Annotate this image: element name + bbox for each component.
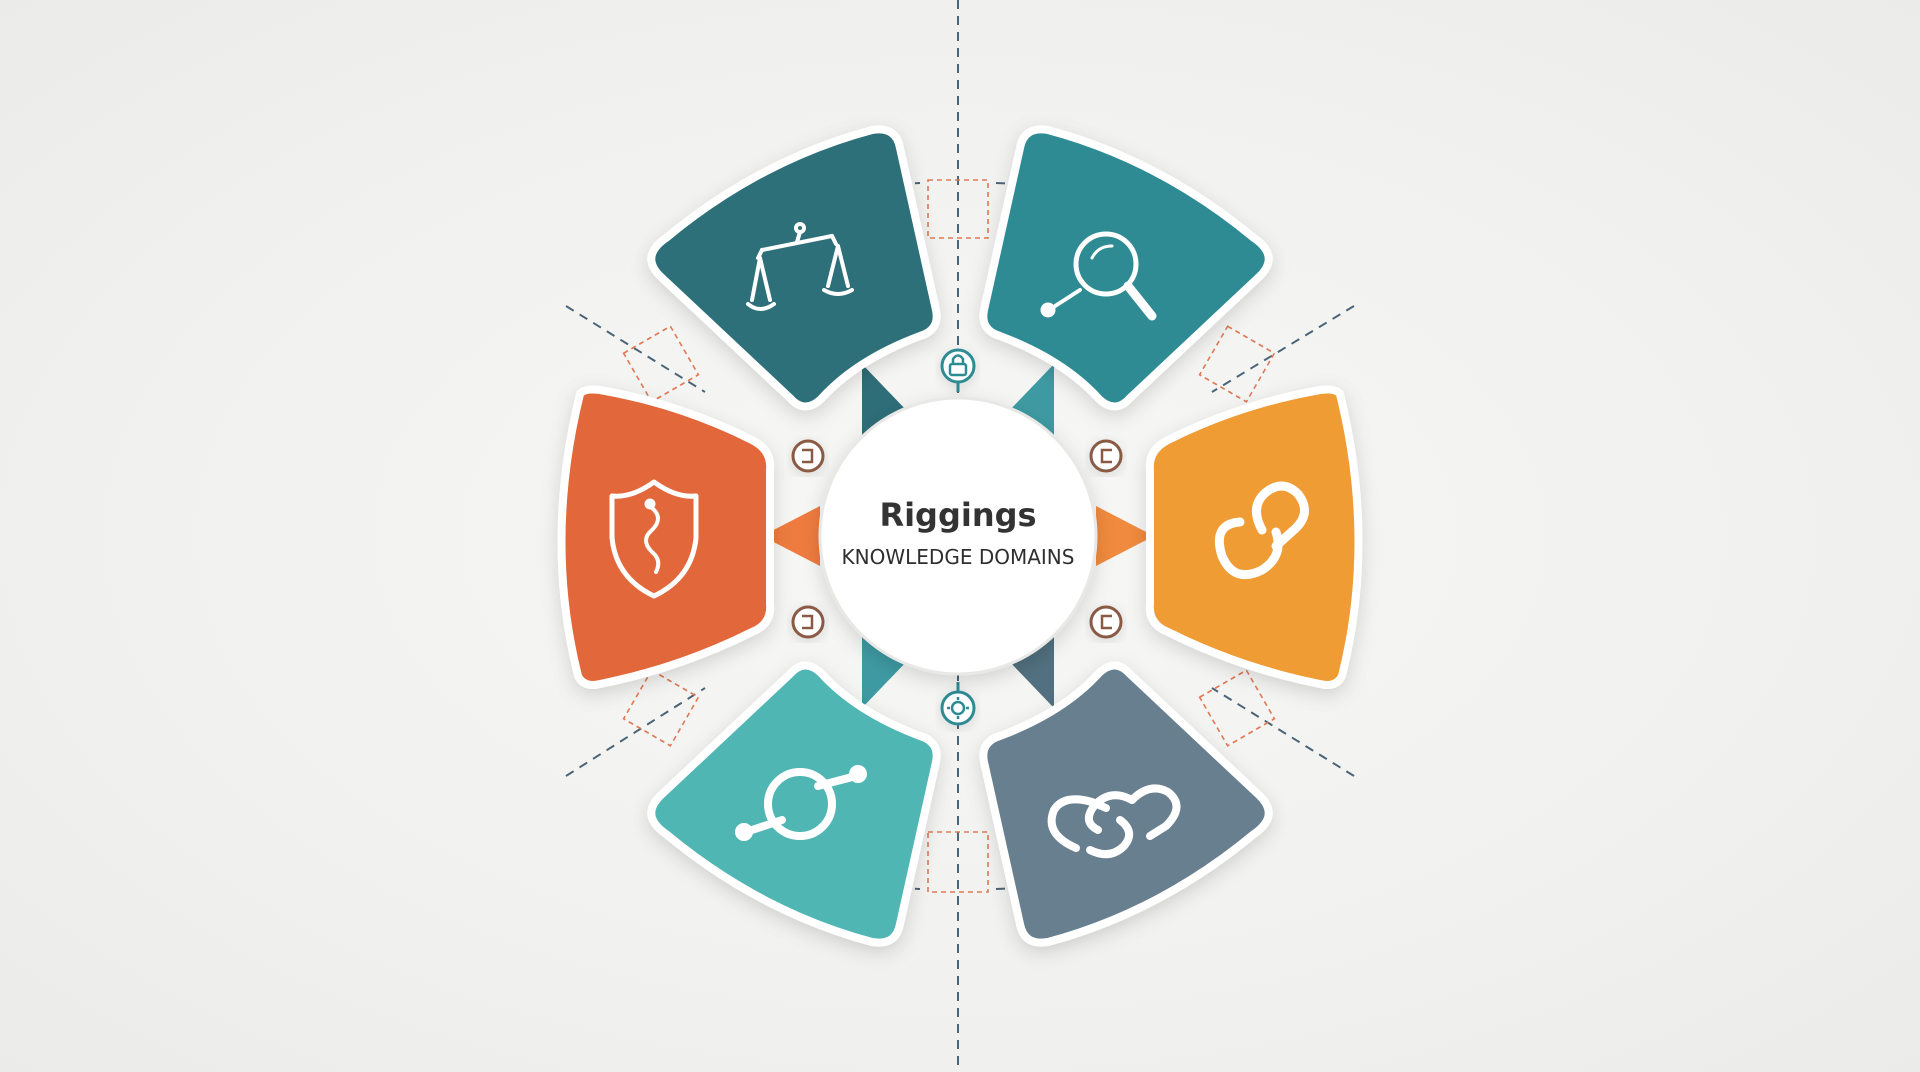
chain-link-icon: [1214, 481, 1309, 580]
hub-subtitle: KNOWLEDGE DOMAINS: [842, 545, 1075, 569]
bracket-icon: [802, 448, 814, 464]
inner-triangles: [762, 364, 1154, 708]
balance-scale-icon: [746, 222, 854, 311]
segment-chain-link-shape: [1145, 385, 1363, 689]
diagonal-guide-upper-right: [1211, 305, 1355, 393]
triangle-bottom-left: [862, 630, 908, 708]
annotation-box-upper-left: [622, 325, 700, 403]
triangle-right: [1096, 506, 1154, 566]
connector-upper-right: [1089, 439, 1123, 473]
segment-shield[interactable]: [557, 385, 775, 689]
segment-chain-shape: [979, 661, 1273, 947]
diagonal-guide-lower-left: [565, 687, 706, 777]
shackle-icon: [735, 765, 867, 841]
annotation-box-lower-right: [1198, 669, 1276, 747]
triangle-top-right: [1008, 364, 1054, 442]
annotation-boxes: [622, 179, 1276, 893]
annotation-box-top: [927, 179, 989, 239]
gear-icon: [947, 697, 969, 719]
center-hub: Riggings KNOWLEDGE DOMAINS: [818, 396, 1098, 676]
segment-shield-shape: [557, 385, 775, 689]
bracket-icon: [1100, 448, 1112, 464]
diagonal-guide-lower-right: [1211, 687, 1355, 777]
annotation-box-bottom: [927, 831, 989, 893]
segment-chain[interactable]: [979, 661, 1273, 947]
bracket-icon: [1100, 614, 1112, 630]
connector-lower-right: [1089, 605, 1123, 639]
magnifier-icon: [1040, 231, 1157, 321]
segment-magnifier[interactable]: [979, 125, 1273, 411]
segment-balance-scale-shape: [647, 125, 941, 411]
triangle-bottom-right: [1008, 630, 1054, 708]
segment-balance-scale[interactable]: [647, 125, 941, 411]
connector-bottom: [940, 682, 976, 726]
segment-shackle[interactable]: [647, 661, 941, 947]
lock-icon: [948, 354, 968, 377]
chain-icon: [1047, 784, 1181, 859]
hub-circle: [818, 396, 1098, 676]
segments: [557, 125, 1363, 947]
segment-magnifier-shape: [979, 125, 1273, 411]
segment-chain-link[interactable]: [1145, 385, 1363, 689]
hub-title: Riggings: [879, 496, 1036, 534]
shield-icon: [609, 479, 699, 599]
diagonal-guide-upper-left: [565, 305, 706, 393]
connector-top: [940, 348, 976, 392]
segment-shackle-shape: [647, 661, 941, 947]
annotation-box-upper-right: [1198, 325, 1276, 403]
bracket-icon: [802, 614, 814, 630]
triangle-top-left: [862, 364, 908, 442]
connector-lower-left: [791, 605, 825, 639]
annotation-box-lower-left: [622, 669, 700, 747]
triangle-left: [762, 506, 820, 566]
connectors: [791, 348, 1123, 726]
connector-upper-left: [791, 439, 825, 473]
